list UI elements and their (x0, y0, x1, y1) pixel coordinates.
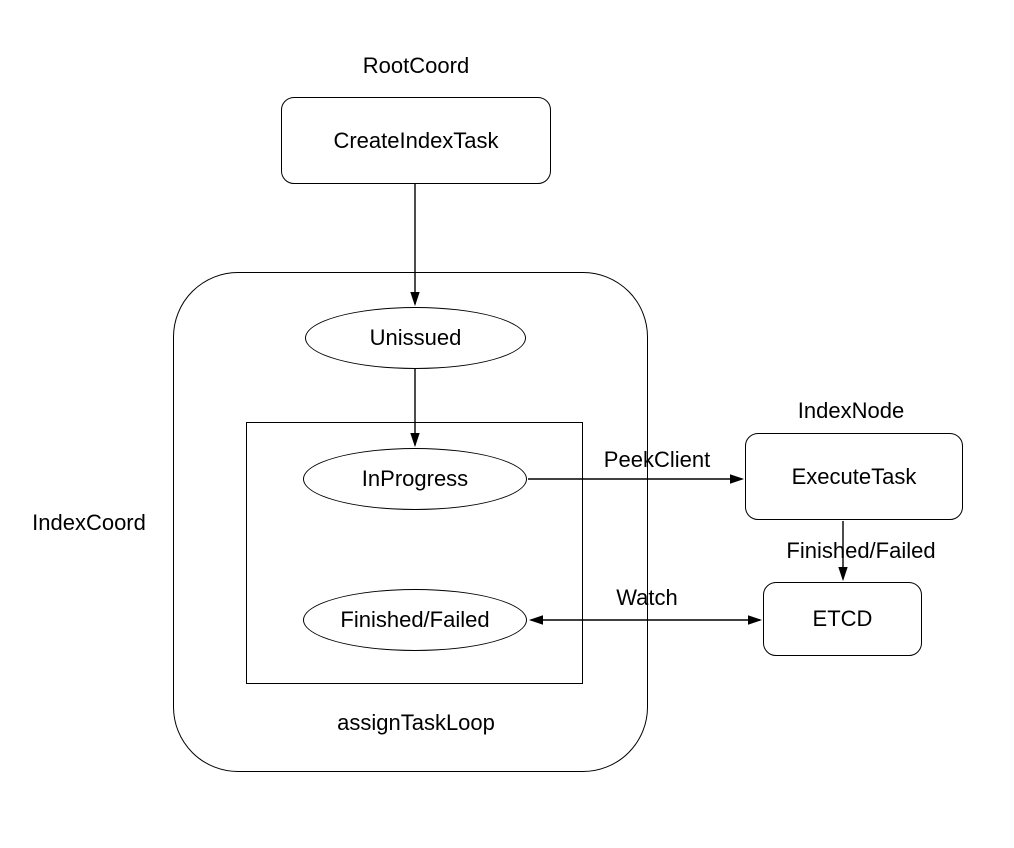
node-unissued-label: Unissued (369, 325, 462, 350)
edge-label-finishedfailed: Finished/Failed (786, 538, 936, 563)
indexcoord-container (173, 272, 648, 772)
node-finished-failed-label: Finished/Failed (340, 607, 490, 632)
node-execute-task-label: ExecuteTask (791, 463, 917, 489)
node-in-progress-label: InProgress (361, 466, 469, 491)
edge-label-watch: Watch (616, 585, 678, 610)
node-etcd: ETCD (763, 582, 922, 656)
label-rootcoord: RootCoord (362, 53, 470, 78)
node-create-index-task-label: CreateIndexTask (333, 127, 499, 153)
label-assigntaskloop: assignTaskLoop (337, 710, 495, 735)
node-in-progress: InProgress (303, 448, 527, 510)
node-finished-failed: Finished/Failed (303, 589, 527, 651)
label-indexnode: IndexNode (797, 398, 905, 423)
node-etcd-label: ETCD (812, 606, 873, 631)
edge-label-peekclient: PeekClient (603, 447, 711, 472)
label-indexcoord: IndexCoord (32, 510, 146, 535)
node-execute-task: ExecuteTask (745, 433, 963, 520)
node-unissued: Unissued (305, 307, 526, 369)
node-create-index-task: CreateIndexTask (281, 97, 551, 184)
